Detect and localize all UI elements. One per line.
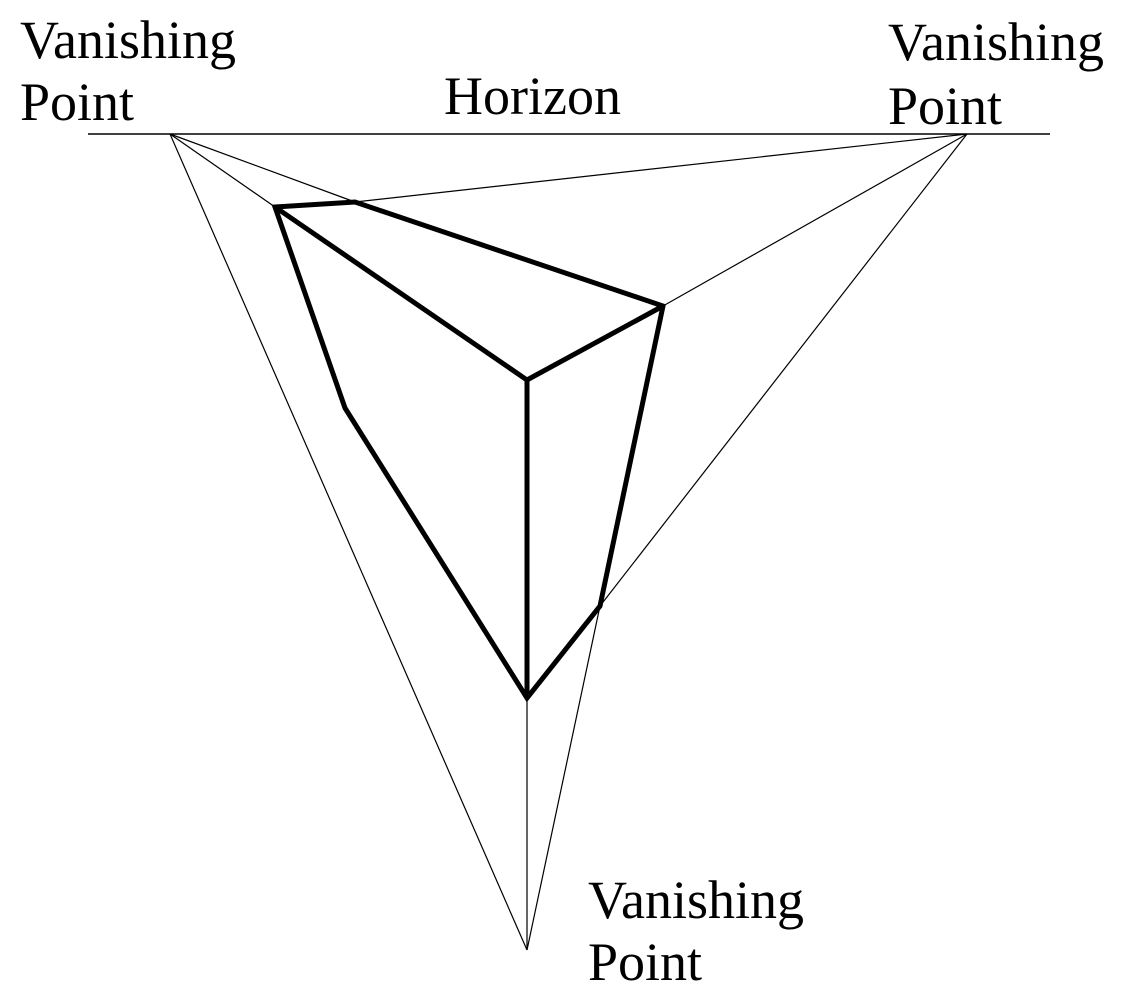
labels: Vanishing Point Horizon Vanishing Point … <box>20 10 1104 989</box>
construction-line <box>169 133 276 208</box>
construction-line <box>169 133 356 203</box>
vp-left-label-line1: Vanishing <box>20 10 236 70</box>
vp-right-label-line1: Vanishing <box>888 12 1104 72</box>
construction-line <box>526 605 601 951</box>
right-vp-construction-lines <box>354 133 968 607</box>
left-vp-construction-lines <box>169 133 528 951</box>
horizon-label: Horizon <box>444 66 621 126</box>
construction-line <box>169 133 528 951</box>
vp-bottom-label-line2: Point <box>588 932 702 989</box>
bottom-vp-construction-lines <box>526 605 601 951</box>
construction-line <box>354 133 968 203</box>
vp-right-label-line2: Point <box>888 76 1002 136</box>
cube-silhouette <box>271 199 666 703</box>
cube-outline <box>271 199 666 703</box>
construction-line <box>599 133 968 607</box>
construction-line <box>662 133 968 307</box>
vp-bottom-label-line1: Vanishing <box>588 870 804 930</box>
vp-left-label-line2: Point <box>20 72 134 132</box>
cube-edge-top-left <box>273 204 529 383</box>
cube-edge-top-right <box>525 303 665 383</box>
